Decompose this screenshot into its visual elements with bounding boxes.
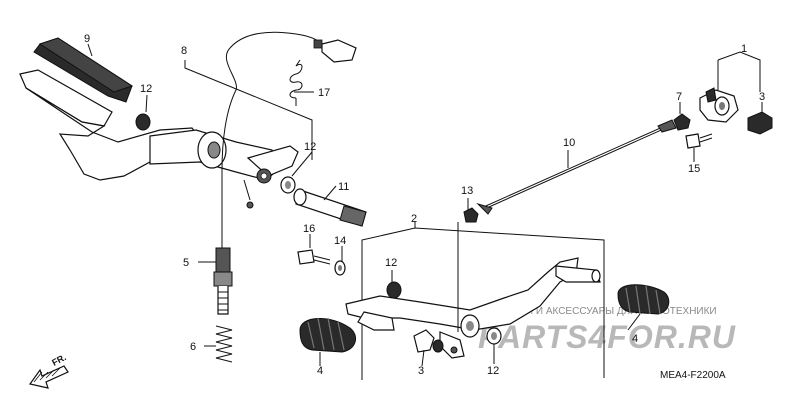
gear-pedal-2 [345, 257, 601, 359]
return-spring-17 [289, 59, 303, 106]
callout-2: 2 [411, 213, 417, 225]
callout-11: 11 [338, 181, 349, 193]
bracket-1 [717, 51, 761, 92]
watermark-brand: PARTS4FOR.RU [478, 319, 736, 355]
diagram-code: MEA4-F2200A [660, 370, 726, 381]
brake-pedal-8 [19, 69, 299, 209]
switch-spring-6 [215, 325, 233, 363]
callout-8: 8 [181, 45, 187, 57]
callout-17: 17 [318, 87, 330, 99]
callout-4-left: 4 [317, 365, 323, 377]
rod-joint-1 [699, 87, 739, 123]
peg-rubber-4-right [617, 284, 670, 315]
brake-switch-5 [215, 247, 231, 273]
nut-7 [673, 113, 691, 131]
callout-4-right: 4 [632, 333, 638, 345]
callout-14: 14 [334, 235, 346, 247]
bolt-15 [685, 133, 713, 149]
callout-13: 13 [461, 185, 473, 197]
front-direction-arrow [28, 365, 69, 389]
leader-lines [87, 43, 763, 367]
callout-12-gear: 12 [385, 257, 397, 269]
cable-connector [321, 39, 357, 63]
callout-5: 5 [183, 257, 189, 269]
bolt-16 [297, 249, 331, 265]
front-direction-label: FR. [50, 352, 67, 368]
callout-3-rod: 3 [759, 91, 765, 103]
washer-12-gear [386, 281, 402, 299]
nut-3-gear [413, 329, 444, 353]
nut-13 [463, 207, 479, 223]
brake-switch-cable [213, 31, 357, 363]
nut-3-rod [747, 111, 773, 135]
shift-rod-10 [476, 119, 677, 215]
callout-7: 7 [676, 91, 682, 103]
callout-16: 16 [303, 223, 315, 235]
callout-12-pivot: 12 [304, 141, 316, 153]
callout-1: 1 [741, 43, 747, 55]
callout-9: 9 [84, 33, 90, 45]
callout-15: 15 [688, 163, 700, 175]
bracket-8 [184, 60, 313, 160]
callout-3-gear: 3 [418, 365, 424, 377]
pivot-bolt-11 [293, 188, 367, 227]
callout-12-lower: 12 [487, 365, 499, 377]
callout-10: 10 [563, 137, 575, 149]
callout-12-top: 12 [140, 83, 152, 95]
washer-12-top [135, 113, 151, 131]
footrest-rubber-9 [33, 37, 134, 103]
peg-rubber-4-left [299, 317, 357, 353]
callout-6: 6 [190, 341, 196, 353]
watermark-tagline: ЗАПЧАСТИ И АКСЕССУАРЫ ДЛЯ МОТОТЕХНИКИ [480, 306, 717, 317]
